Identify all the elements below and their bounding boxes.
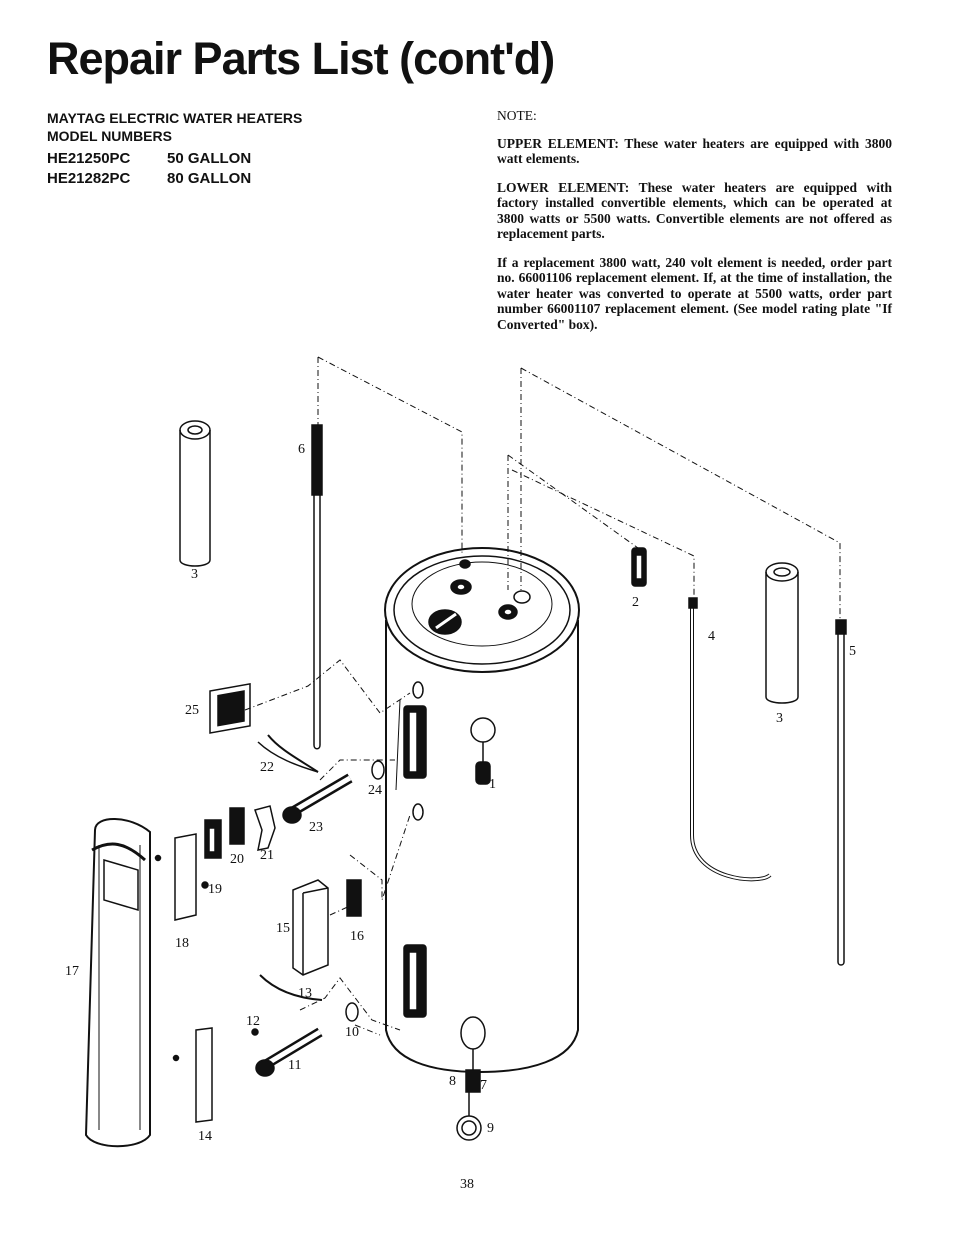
anode-rod-right: [765, 562, 799, 704]
model-row: HE21282PC 80 GALLON: [47, 169, 302, 189]
callout-13: 13: [298, 986, 312, 1001]
callout-7: 7: [480, 1078, 487, 1093]
access-cover-lower: [172, 1027, 213, 1123]
jacket-panel: [84, 818, 151, 1148]
drain-valve: [456, 1016, 486, 1141]
water-heater-tank: [384, 547, 580, 1074]
callout-23: 23: [309, 820, 323, 835]
upper-heating-element: [282, 773, 353, 824]
callout-14: 14: [198, 1129, 212, 1144]
callout-21: 21: [260, 848, 274, 863]
model-list: HE21250PC 50 GALLON HE21282PC 80 GALLON: [47, 149, 302, 189]
wire-harness-lower: [259, 974, 323, 1001]
note-lower-element: LOWER ELEMENT: These water heaters are e…: [497, 179, 892, 242]
thermostat-lower: [292, 879, 329, 976]
model-number: HE21282PC: [47, 170, 131, 187]
callout-18: 18: [175, 936, 189, 951]
model-row: HE21250PC 50 GALLON: [47, 149, 302, 169]
leader-lines: [244, 356, 841, 1036]
note-replacement: If a replacement 3800 watt, 240 volt ele…: [497, 254, 892, 332]
wire-harness-upper: [267, 734, 319, 773]
model-info: MAYTAG ELECTRIC WATER HEATERS MODEL NUMB…: [47, 109, 302, 189]
models-heading-line1: MAYTAG ELECTRIC WATER HEATERS: [47, 110, 303, 126]
callout-17: 17: [65, 964, 79, 979]
callout-2: 2: [632, 595, 639, 610]
wire-harness-upper-2: [257, 741, 319, 773]
callout-10: 10: [345, 1025, 359, 1040]
relief-valve: [470, 717, 496, 785]
drain-rod: [835, 619, 847, 966]
callout-12: 12: [246, 1014, 260, 1029]
anode-rod-left: [179, 420, 211, 567]
callout-1: 1: [489, 777, 496, 792]
dip-tube: [688, 597, 772, 882]
note-block: NOTE: UPPER ELEMENT: These water heaters…: [497, 108, 892, 345]
callout-8: 8: [449, 1074, 456, 1089]
thermostat: [209, 683, 251, 734]
gasket-upper: [371, 760, 385, 780]
callout-16: 16: [350, 929, 364, 944]
callout-3: 3: [776, 711, 783, 726]
screw: [251, 1028, 259, 1036]
callout-22: 22: [260, 760, 274, 775]
screw-upper: [201, 881, 209, 889]
callout-11: 11: [288, 1058, 301, 1073]
callout-25: 25: [185, 703, 199, 718]
callout-15: 15: [276, 921, 290, 936]
callout-24: 24: [368, 783, 382, 798]
model-number: HE21250PC: [47, 150, 131, 167]
callout-6: 6: [298, 442, 305, 457]
gasket-lower: [345, 1002, 359, 1022]
callout-5: 5: [849, 644, 856, 659]
note-upper-element: UPPER ELEMENT: These water heaters are e…: [497, 135, 892, 167]
thermostat-clip-lower: [346, 879, 362, 917]
heat-trap-rod: [311, 424, 323, 750]
callout-9: 9: [487, 1121, 494, 1136]
page-number: 38: [460, 1177, 474, 1192]
callout-19: 19: [208, 882, 222, 897]
access-cover-upper: [154, 833, 197, 921]
nipple-part: [631, 547, 647, 587]
note-heading: NOTE:: [497, 108, 537, 123]
model-capacity: 80 GALLON: [167, 170, 252, 187]
callout-labels: 1 2 3 3 4 5 6 7 8 9 10 11 12 13 14 15 16…: [65, 442, 856, 1144]
callout-3: 3: [191, 567, 198, 582]
models-heading-line2: MODEL NUMBERS: [47, 128, 172, 144]
lower-heating-element: [255, 1027, 323, 1077]
thermostat-bracket: [204, 805, 276, 859]
callout-20: 20: [230, 852, 244, 867]
model-capacity: 50 GALLON: [167, 150, 252, 167]
page-title: Repair Parts List (cont'd): [47, 33, 555, 84]
callout-4: 4: [708, 629, 715, 644]
